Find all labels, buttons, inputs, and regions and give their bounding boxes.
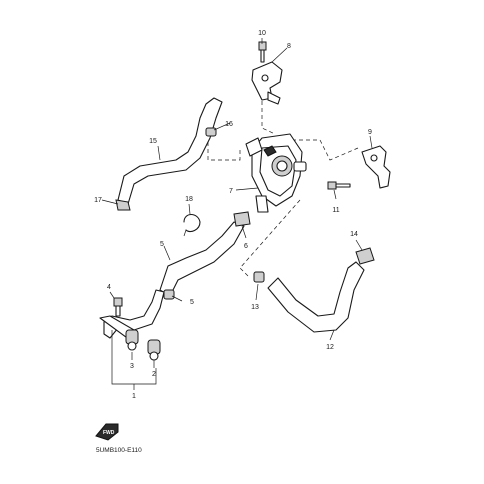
callout-12: 12 <box>326 344 334 351</box>
bolt-right <box>327 181 351 190</box>
callout-2: 2 <box>152 371 156 378</box>
clip-13 <box>253 271 265 283</box>
clamp-ring <box>183 213 201 237</box>
callout-18: 18 <box>185 196 193 203</box>
collar-2 <box>147 339 161 361</box>
callout-6: 6 <box>244 243 248 250</box>
air-cut-valve <box>245 133 307 213</box>
callout-labels: 10 8 9 16 15 17 7 18 5 6 5 11 14 13 12 4… <box>94 30 372 400</box>
callout-4: 4 <box>107 284 111 291</box>
callout-9: 9 <box>368 129 372 136</box>
hose-upper <box>117 97 223 205</box>
diagram-code: 5UMB100-E110 <box>96 447 142 454</box>
callout-5a: 5 <box>160 241 164 248</box>
hose-middle <box>159 221 245 297</box>
leader-lines <box>101 38 373 390</box>
callout-3: 3 <box>130 363 134 370</box>
callout-1: 1 <box>132 393 136 400</box>
clip-5b <box>163 289 175 300</box>
callout-11: 11 <box>332 207 339 214</box>
callout-15: 15 <box>149 138 157 145</box>
clip-17 <box>115 199 131 211</box>
reference-line-bracket-right <box>285 139 359 161</box>
callout-13: 13 <box>251 304 259 311</box>
lower-pipe-assembly <box>99 289 165 351</box>
callout-10: 10 <box>258 30 266 37</box>
bolt-top <box>258 41 267 63</box>
reference-line-hose-15 <box>207 142 241 161</box>
reference-line-hose-12 <box>239 199 301 277</box>
bracket-right <box>361 145 391 189</box>
callout-16: 16 <box>225 121 233 128</box>
hose-lower-right <box>267 261 365 333</box>
callout-17: 17 <box>94 197 102 204</box>
callout-7: 7 <box>229 188 233 195</box>
callout-14: 14 <box>350 231 358 238</box>
bracket-upper <box>251 61 283 105</box>
clip-6 <box>233 211 251 227</box>
callout-8: 8 <box>287 43 291 50</box>
clip-14 <box>355 247 375 265</box>
callout-5b: 5 <box>190 299 194 306</box>
fwd-label: FWD <box>103 430 115 436</box>
fwd-arrow-icon: FWD <box>95 423 119 441</box>
clip-16 <box>205 127 217 137</box>
bolt-4 <box>113 297 123 317</box>
